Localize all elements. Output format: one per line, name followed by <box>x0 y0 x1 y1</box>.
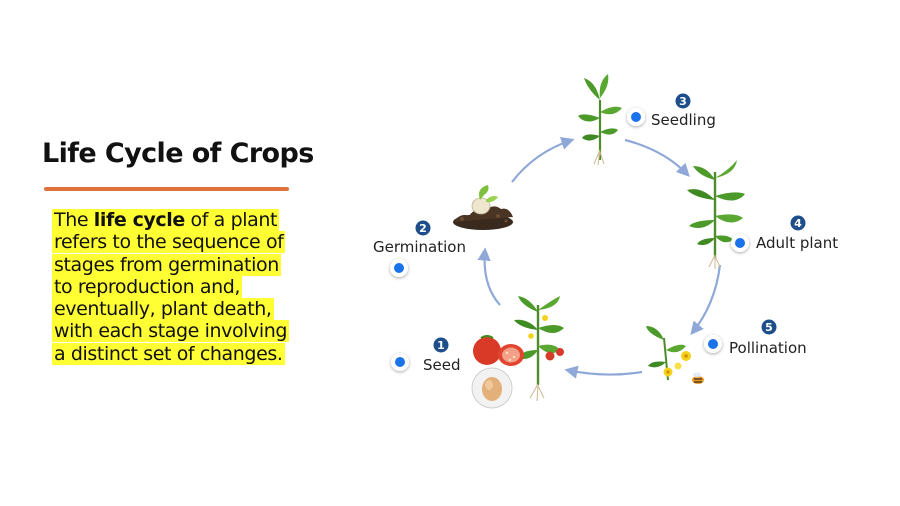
seedling-illustration <box>578 74 622 166</box>
arrow-seed-to-germination <box>477 247 501 306</box>
stage-number-5: 5 <box>765 321 773 334</box>
page-title: Life Cycle of Crops <box>42 138 314 169</box>
stage-number-2: 2 <box>419 222 427 235</box>
arrow-seedling-to-adult <box>624 138 690 177</box>
cycle-arrows <box>477 136 722 379</box>
stage-number-4: 4 <box>794 217 802 230</box>
stage-label-pollination: Pollination <box>729 339 807 357</box>
title-underline <box>44 187 289 191</box>
arrow-adult-to-pollination <box>690 264 722 336</box>
stage-number-badges: 1 2 3 4 5 <box>415 93 806 353</box>
description-highlight: The life cycle of a plant refers to the … <box>52 209 290 365</box>
stage-number-1: 1 <box>437 339 445 352</box>
arrow-germination-to-seedling <box>511 136 575 183</box>
stage-label-seed: Seed <box>423 356 461 374</box>
stage-number-3: 3 <box>679 95 687 108</box>
stage-label-adult-plant: Adult plant <box>756 234 838 252</box>
seed-illustration <box>471 296 564 409</box>
adult-plant-illustration <box>687 160 745 269</box>
pollination-illustration <box>646 326 704 384</box>
germination-illustration <box>453 185 513 230</box>
stage-labels: Seed Germination Seedling Adult plant Po… <box>373 111 838 374</box>
description-bold-term: life cycle <box>93 209 186 231</box>
stage-dots <box>390 108 749 371</box>
arrow-pollination-to-seed <box>564 365 643 379</box>
stage-label-germination: Germination <box>373 238 466 256</box>
stage-label-seedling: Seedling <box>651 111 716 129</box>
description-text: The life cycle of a plant refers to the … <box>52 209 302 365</box>
